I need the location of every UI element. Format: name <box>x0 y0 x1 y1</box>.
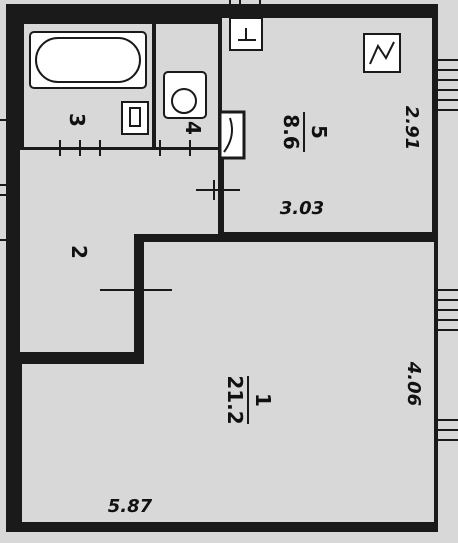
walls <box>6 4 438 532</box>
room-number: 5 <box>307 125 331 139</box>
window-ticks <box>0 0 458 441</box>
room-area: 21.2 <box>223 375 247 424</box>
room-number: 1 <box>251 393 275 407</box>
wall-segment <box>20 352 144 360</box>
bathtub-icon <box>29 31 147 89</box>
room-5-label: 5 8.6 <box>279 112 331 152</box>
room-1-label: 1 21.2 <box>223 375 275 424</box>
kitchen-sink-icon <box>229 17 263 51</box>
partition-ticks <box>59 140 240 300</box>
room-area: 8.6 <box>279 114 303 149</box>
dimension-kitchen-height: 2.91 <box>401 106 422 150</box>
room-2-label: 2 <box>67 245 91 259</box>
dimension-living-height: 4.06 <box>403 361 424 406</box>
room-4-label: 4 <box>181 121 205 135</box>
wall-segment <box>134 234 224 240</box>
room-3-label: 3 <box>65 113 89 127</box>
door-swing-icon <box>218 110 246 160</box>
sink-icon <box>121 101 149 135</box>
dimension-living-width: 5.87 <box>108 496 153 517</box>
stove-icon <box>363 33 401 73</box>
dimension-kitchen-width: 3.03 <box>280 198 324 219</box>
toilet-icon <box>163 71 207 119</box>
